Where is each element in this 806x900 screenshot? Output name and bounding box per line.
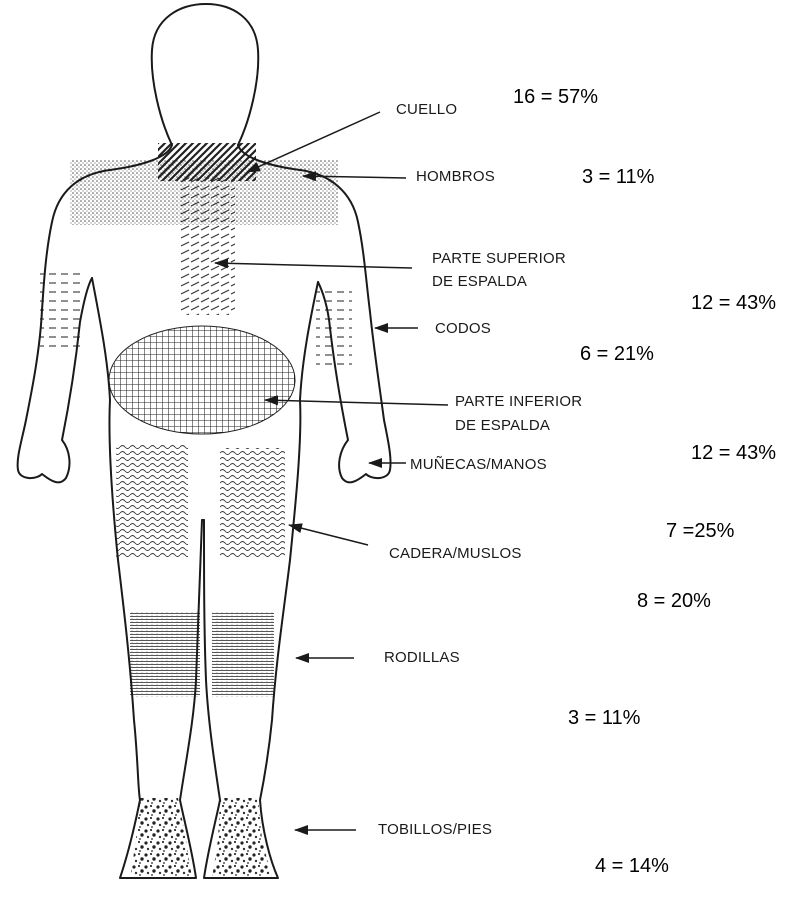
stat-espalda-superior: 12 = 43% — [691, 292, 776, 315]
label-tobillos-pies: TOBILLOS/PIES — [378, 820, 492, 839]
stat-espalda-inferior: 12 = 43% — [691, 442, 776, 465]
label-espalda-superior-1: PARTE SUPERIOR — [432, 249, 566, 268]
label-codos: CODOS — [435, 319, 491, 338]
stat-hombros: 3 = 11% — [582, 166, 654, 189]
elbow-left-shade — [40, 268, 82, 350]
label-cuello: CUELLO — [396, 100, 457, 119]
stat-codos: 6 = 21% — [580, 343, 654, 366]
label-espalda-inferior-1: PARTE INFERIOR — [455, 392, 582, 411]
upper-back-shade — [180, 175, 235, 315]
stat-munecas-manos: 7 =25% — [666, 520, 734, 543]
label-munecas-manos: MUÑECAS/MANOS — [410, 455, 547, 474]
stat-cuello: 16 = 57% — [513, 86, 598, 109]
label-rodillas: RODILLAS — [384, 648, 460, 667]
label-espalda-inferior-2: DE ESPALDA — [455, 416, 550, 435]
arrow-espalda-inferior — [265, 400, 448, 405]
label-hombros: HOMBROS — [416, 167, 495, 186]
stat-tobillos-pies: 4 = 14% — [595, 855, 669, 878]
arrow-espalda-superior — [215, 263, 412, 268]
stat-rodillas: 3 = 11% — [568, 707, 640, 730]
thigh-left-shade — [116, 443, 188, 558]
stat-cadera-muslos: 8 = 20% — [637, 590, 711, 613]
lower-back-shade — [109, 326, 295, 434]
foot-right-shade — [212, 798, 272, 878]
knee-right-shade — [212, 612, 274, 697]
thigh-right-shade — [220, 448, 285, 558]
label-cadera-muslos: CADERA/MUSLOS — [389, 544, 522, 563]
shaded-regions — [40, 143, 352, 878]
body-outline — [18, 4, 391, 878]
knee-left-shade — [130, 612, 200, 697]
label-espalda-superior-2: DE ESPALDA — [432, 272, 527, 291]
arrow-cadera-muslos — [289, 525, 368, 545]
